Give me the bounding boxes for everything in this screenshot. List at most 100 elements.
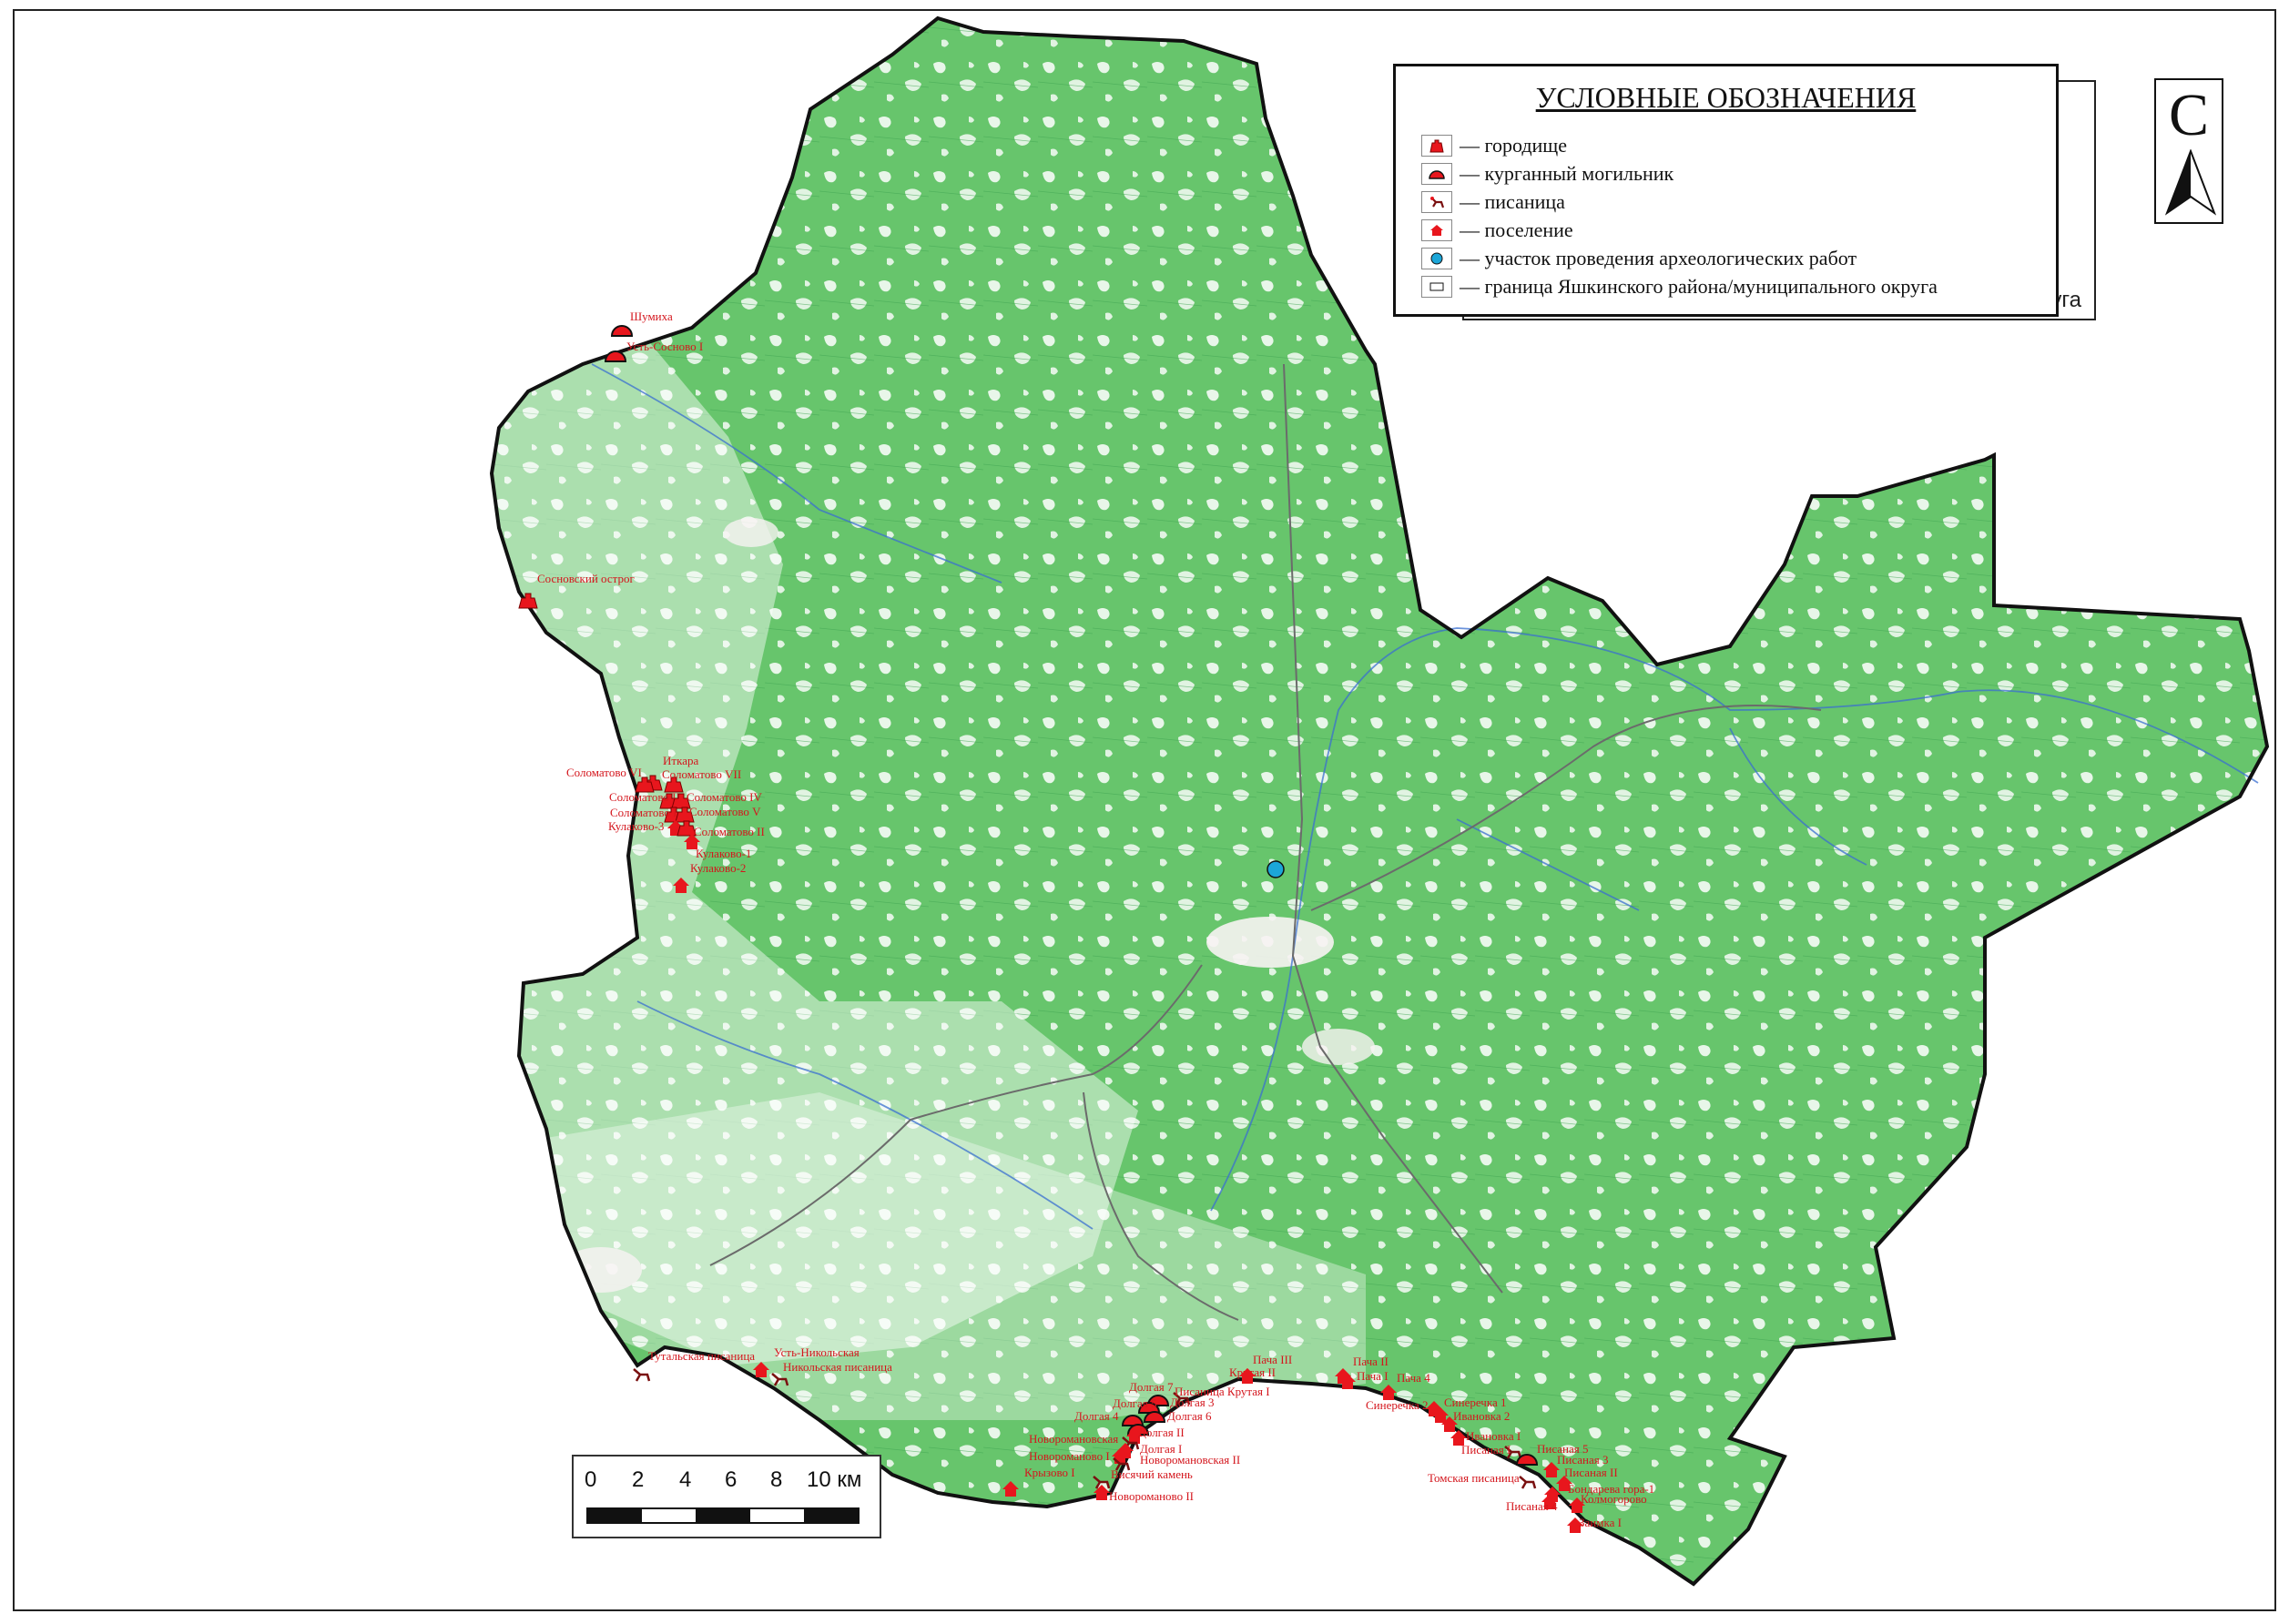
site-label: Крызово I [1024,1466,1075,1479]
site-label: Соломатово VI [566,766,642,779]
site-marker-settlement[interactable] [1339,1374,1356,1389]
legend-label-settlement: — поселение [1460,218,1573,241]
site-marker-kurgan[interactable] [1121,1415,1144,1426]
site-marker-petroglyph[interactable] [1173,1392,1191,1406]
kurgan-icon [1421,162,1452,185]
site-marker-petroglyph[interactable] [1093,1476,1111,1489]
site-marker-settlement[interactable] [1239,1368,1256,1384]
scale-bar: 0 2 4 6 8 10 км [572,1455,881,1538]
legend-item-boundary: — граница Яшкинского района/муниципально… [1421,272,2030,300]
north-arrow: С [2154,78,2223,224]
scale-tick-4: 4 [679,1467,692,1492]
site-marker-settlement[interactable] [684,834,700,849]
site-label: Соломатово I [610,806,677,819]
site-label: Долгая 7 [1129,1380,1174,1394]
site-marker-settlement[interactable] [1556,1476,1572,1491]
site-marker-settlement[interactable] [1543,1462,1560,1477]
site-marker-fortress[interactable] [635,776,655,793]
site-marker-kurgan[interactable] [1515,1454,1539,1466]
district-boundary [489,15,2270,1587]
site-marker-settlement[interactable] [1432,1407,1449,1423]
site-label: Писаная 3 [1557,1453,1609,1467]
site-marker-settlement[interactable] [1094,1485,1110,1500]
site-marker-settlement[interactable] [753,1362,769,1377]
legend-item-fortress: — городище [1421,131,2030,159]
site-label: Ивановка 2 [1453,1409,1510,1423]
site-marker-fortress[interactable] [518,593,538,609]
site-label: Синеречка 2 [1366,1398,1428,1412]
site-label: Заимка I [1579,1516,1622,1529]
site-marker-kurgan[interactable] [1143,1411,1166,1423]
site-label: Синеречка 1 [1444,1396,1506,1409]
north-letter: С [2168,82,2210,148]
legend-label-boundary: — граница Яшкинского района/муниципально… [1460,274,1938,298]
site-label: Новоромановская II [1140,1453,1240,1467]
legend-title: УСЛОВНЫЕ ОБОЗНАЧЕНИЯ [1535,81,1917,114]
site-marker-settlement[interactable] [1450,1430,1467,1446]
site-marker-petroglyph[interactable] [1504,1446,1522,1459]
site-label: Иткара [663,754,698,767]
site-marker-settlement[interactable] [1441,1416,1458,1432]
site-label: Пача III [1253,1353,1292,1366]
settlement-icon [1421,218,1452,241]
boundary-icon [1421,275,1452,298]
scale-tick-8: 8 [770,1467,783,1492]
site-marker-fortress[interactable] [671,793,691,809]
site-marker-settlement[interactable] [1541,1494,1558,1509]
site-marker-kurgan[interactable] [1137,1402,1161,1414]
site-label: Ивановка I [1466,1429,1521,1443]
site-marker-settlement[interactable] [1569,1497,1585,1513]
survey-site-icon [1421,247,1452,269]
site-label: Усть-Никольская [774,1345,860,1359]
site-marker-kurgan[interactable] [604,350,627,362]
site-marker-kurgan[interactable] [610,325,634,337]
site-marker-settlement[interactable] [673,878,689,893]
site-marker-petroglyph[interactable] [633,1368,651,1382]
scale-tick-10: 10 км [807,1467,862,1492]
site-label: Томская писаница [1428,1471,1520,1485]
site-label: Долгая 3 [1170,1396,1215,1409]
site-marker-settlement[interactable] [1380,1385,1397,1400]
legend-item-settlement: — поселение [1421,216,2030,244]
site-label: Писаная 5 [1537,1442,1589,1456]
site-label: Новороманово I [1029,1449,1110,1463]
site-label: Долгая II [1138,1426,1185,1439]
scale-tick-6: 6 [725,1467,738,1492]
map-frame [13,9,2276,1611]
site-label: Сосновский острог [537,572,635,585]
road-network [709,363,1822,1321]
scale-ticks: 0 2 4 6 8 10 км [574,1467,880,1495]
site-label: Соломатово V [689,805,761,818]
site-marker-settlement[interactable] [1567,1517,1583,1533]
site-marker-petroglyph[interactable] [771,1373,789,1386]
site-label: Соломатово IV [687,790,762,804]
petroglyph-icon [1421,190,1452,213]
site-label: Писаная II [1564,1466,1618,1479]
site-marker-settlement[interactable] [1002,1481,1019,1497]
map-legend: УСЛОВНЫЕ ОБОЗНАЧЕНИЯ — городище — курган… [1393,64,2059,317]
site-label: Новоромановская [1029,1432,1118,1446]
site-marker-fortress[interactable] [675,807,695,823]
site-label: Долгая 5 [1113,1396,1157,1410]
site-marker-petroglyph[interactable] [1113,1457,1131,1471]
fortress-icon [1421,134,1452,157]
site-label: Шумиха [630,310,673,323]
site-label: Колмогорово [1581,1492,1647,1506]
site-label: Соломатово II [694,825,765,838]
site-label: Кулаково-1 [696,847,751,860]
site-label: Писаница Крутая I [1175,1385,1270,1398]
survey-site-marker[interactable] [1267,860,1285,878]
north-arrow-icon [2164,149,2217,216]
site-marker-settlement[interactable] [1126,1428,1143,1444]
site-marker-fortress[interactable] [664,776,684,793]
site-label: Долгая I [1140,1442,1182,1456]
site-label: Никольская писаница [783,1360,892,1374]
legend-item-kurgan: — курганный могильник [1421,159,2030,188]
site-label: Соломатово III [609,790,684,804]
site-marker-petroglyph[interactable] [1519,1476,1537,1489]
site-label: Кулаково-2 [690,861,746,875]
site-marker-fortress[interactable] [677,820,697,837]
site-label: Писаная I [1461,1443,1511,1457]
